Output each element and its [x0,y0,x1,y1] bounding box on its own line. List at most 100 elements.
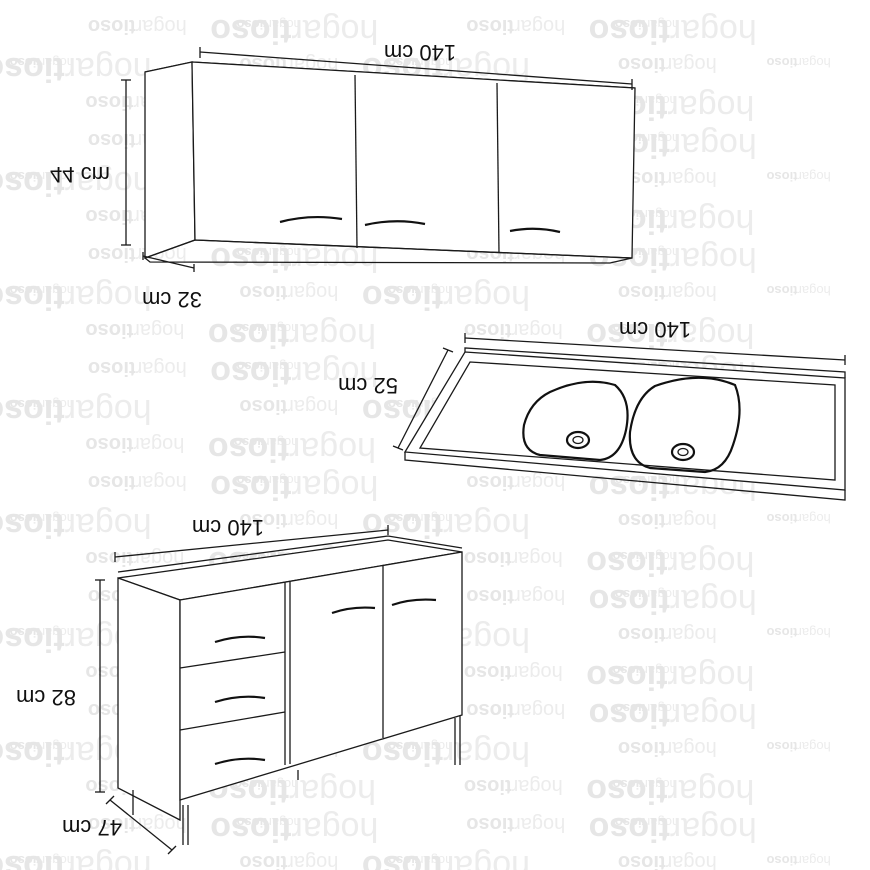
watermark-text: hogartioso [466,15,565,37]
watermark-text: hogartioso [234,321,298,336]
watermark-text: hogartioso [612,549,676,564]
watermark-text: hogartioso [236,245,300,260]
watermark-text: hogartioso [466,813,565,835]
watermark-text: hogartioso [239,395,338,417]
counter-width-label: 140 cm [619,317,691,342]
watermark-text: hogartioso [10,283,74,298]
watermark-text: hogartioso [612,663,676,678]
watermark-text: hogartioso [0,848,152,870]
watermark-text: hogartioso [362,734,530,772]
watermark-text: hogartioso [362,506,530,544]
watermark-text: hogartioso [589,810,757,848]
watermark-text: hogartioso [612,321,676,336]
base-depth-label: 47 cm [62,815,122,840]
watermark-text: hogartioso [10,625,74,640]
watermark-text: hogartioso [0,506,152,544]
watermark-text: hogartioso [236,17,300,32]
watermark-text: hogartioso [208,430,376,468]
watermark-text: hogartioso [464,547,563,569]
watermark-text: hogartioso [466,585,565,607]
watermark-text: hogartioso [618,281,717,303]
watermark-text: hogartioso [88,15,187,37]
watermark-text: hogartioso [85,319,184,341]
handle-1 [279,215,343,224]
base-width-label: 140 cm [192,515,264,540]
watermark-text: hogartioso [618,737,717,759]
watermark-text: hogartioso [586,544,754,582]
watermark-text: hogartioso [766,853,830,868]
watermark-text: hogartioso [210,468,378,506]
watermark-text: hogartioso [615,815,679,830]
watermark-text: hogartioso [10,397,74,412]
watermark-text: hogartioso [615,17,679,32]
watermark-text: hogartioso [615,587,679,602]
watermark-text: hogartioso [10,853,74,868]
watermark-text: hogartioso [236,359,300,374]
counter-depth-label: 52 cm [338,373,398,398]
sink-bowl-left [522,380,629,462]
watermark-text: hogartioso [766,55,830,70]
watermark-text: hogartioso [589,12,757,50]
watermark-text: hogartioso [239,851,338,870]
watermark-text: hogartioso [236,473,300,488]
watermark-text: hogartioso [0,50,152,88]
watermark-text: hogartioso [388,283,452,298]
sink-bowl-right [628,376,741,474]
watermark-text: hogartioso [618,851,717,870]
watermark-text: hogartioso [464,775,563,797]
watermark-text: hogartioso [388,739,452,754]
watermark-text: hogartioso [586,772,754,810]
watermark-text: hogartioso [0,278,152,316]
watermark-text: hogartioso [234,435,298,450]
watermark-text: hogartioso [210,354,378,392]
watermark-text: hogartioso [766,283,830,298]
watermark-text: hogartioso [88,813,187,835]
watermark-text: hogartioso [210,810,378,848]
watermark-text: hogartioso [612,777,676,792]
watermark-text: hogartioso [388,511,452,526]
watermark-text: hogartioso [766,625,830,640]
watermark-text: hogartioso [464,661,563,683]
watermark-text: hogartioso [586,316,754,354]
watermark-text: hogartioso [766,169,830,184]
watermark-text: hogartioso [210,240,378,278]
wall-cabinet: 140 cm 44 cm 32 cm [50,40,636,312]
watermark-text: hogartioso [766,739,830,754]
drain-left [565,430,591,450]
watermark-text: hogartioso [362,848,530,870]
countertop-sink: 140 cm 52 cm [338,317,846,501]
watermark-text: hogartioso [589,696,757,734]
watermark-text: hogartioso [208,316,376,354]
watermark-text: hogartioso [88,471,187,493]
watermark-text: hogartioso [362,278,530,316]
drain-right [670,442,696,462]
watermark-text: hogartioso [618,509,717,531]
watermark-text: hogartioso [85,547,184,569]
base-height-label: 82 cm [16,685,76,710]
watermark-text: hogartioso [464,319,563,341]
watermark-text: hogartioso [0,164,152,202]
watermark-text: hogartioso [618,623,717,645]
watermark-text: hogartioso [239,281,338,303]
watermark-text: hogartioso [586,658,754,696]
watermark-text: hogartioso [615,701,679,716]
wall-depth-label: 32 cm [142,287,202,312]
watermark-text: hogartioso [10,55,74,70]
watermark-text: hogartioso [10,511,74,526]
watermark-text: hogartioso [388,853,452,868]
watermark-text: hogartioso [618,53,717,75]
watermark-text: hogartioso [88,357,187,379]
watermark-text: hogartioso [466,471,565,493]
wall-width-label: 140 cm [384,40,456,65]
watermark-text: hogartioso [85,433,184,455]
watermark-text: hogartioso [0,392,152,430]
watermark-text: hogartioso [766,511,830,526]
watermark-text: hogartioso [466,699,565,721]
watermark-text: hogartioso [10,169,74,184]
watermark-text: hogartioso [239,509,338,531]
watermark-text: hogartioso [236,815,300,830]
wall-height-label: 44 cm [50,162,110,187]
watermark-text: hogartioso [589,582,757,620]
watermark-text: hogartioso [10,739,74,754]
